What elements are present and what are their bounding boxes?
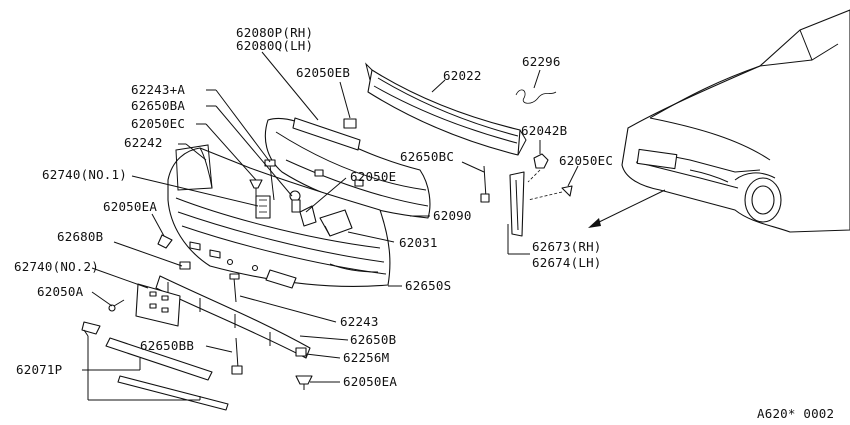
label-62243: 62243 bbox=[340, 314, 379, 329]
label-62243a: 62243+A bbox=[131, 82, 185, 97]
bolt-62243 bbox=[229, 273, 240, 303]
label-62680b: 62680B bbox=[57, 229, 103, 244]
label-62080p: 62080P(RH) bbox=[236, 25, 313, 40]
direction-arrow bbox=[588, 189, 666, 228]
label-62050eb: 62050EB bbox=[296, 65, 350, 80]
part-labels: 62080P(RH) 62080Q(LH) 62050EB 62022 6229… bbox=[14, 25, 834, 421]
leader-lines bbox=[82, 51, 579, 401]
label-62740-no2: 62740(NO.2) bbox=[14, 259, 99, 274]
lower-molding-62650b bbox=[155, 275, 311, 359]
diagram-code: A620* 0002 bbox=[757, 406, 834, 421]
strips-62071p bbox=[81, 321, 229, 411]
label-62050ea-bottom: 62050EA bbox=[343, 374, 397, 389]
label-62650s: 62650S bbox=[405, 278, 451, 293]
bolt-62650ba bbox=[289, 190, 301, 213]
label-62673: 62673(RH) bbox=[532, 239, 602, 254]
clip-62256m bbox=[295, 347, 307, 357]
label-62296: 62296 bbox=[522, 54, 561, 69]
label-62050a: 62050A bbox=[37, 284, 84, 299]
wire-harness-62296 bbox=[515, 89, 557, 104]
label-62242: 62242 bbox=[124, 135, 163, 150]
clip-62050ea-left bbox=[157, 234, 173, 249]
bracket-62050e bbox=[299, 205, 317, 227]
label-62080q: 62080Q(LH) bbox=[236, 38, 313, 53]
label-62031: 62031 bbox=[399, 235, 438, 250]
bolt-62650bc bbox=[480, 165, 490, 203]
label-62042b: 62042B bbox=[521, 123, 567, 138]
label-62650ba: 62650BA bbox=[131, 98, 185, 113]
nut-62042b bbox=[533, 153, 549, 169]
label-62050e: 62050E bbox=[350, 169, 396, 184]
label-62650bc: 62650BC bbox=[400, 149, 454, 164]
side-bracket-62673 bbox=[509, 171, 525, 237]
label-62650b: 62650B bbox=[350, 332, 396, 347]
clip-62050ea-bottom bbox=[295, 375, 313, 390]
label-62740-no1: 62740(NO.1) bbox=[42, 167, 127, 182]
clip-62050ec-right bbox=[561, 185, 573, 197]
label-62256m: 62256M bbox=[343, 350, 389, 365]
label-62071p: 62071P bbox=[16, 362, 62, 377]
clip-62050ec-left bbox=[249, 179, 263, 196]
label-62650bb: 62650BB bbox=[140, 338, 194, 353]
screw-62050a bbox=[108, 299, 125, 312]
bolt-62650bb bbox=[231, 337, 243, 375]
label-62022: 62022 bbox=[443, 68, 482, 83]
reinforcement-62022 bbox=[365, 62, 527, 156]
label-62050ea-left: 62050EA bbox=[103, 199, 157, 214]
label-62090: 62090 bbox=[433, 208, 472, 223]
license-bracket-62740-no2 bbox=[135, 283, 181, 327]
clip-62050eb bbox=[343, 118, 357, 129]
label-62050ec-left: 62050EC bbox=[131, 116, 185, 131]
seal-strip-62080 bbox=[292, 117, 361, 151]
label-62674: 62674(LH) bbox=[532, 255, 602, 270]
label-62050ec-right: 62050EC bbox=[559, 153, 613, 168]
car-illustration bbox=[621, 9, 850, 233]
